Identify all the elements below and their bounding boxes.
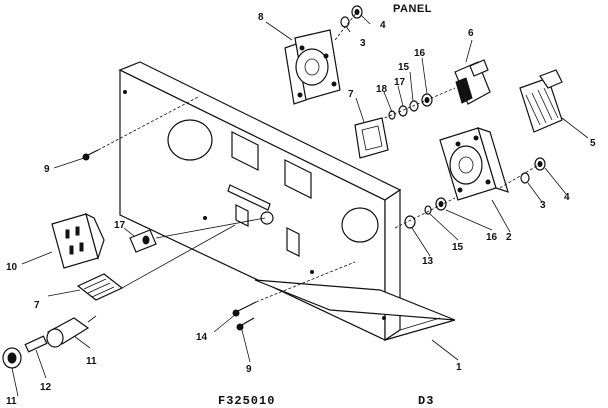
toggle-switch: [454, 59, 491, 105]
leader-lines: [11, 14, 589, 397]
nut-16: [435, 197, 447, 211]
callout-10: 10: [6, 262, 18, 273]
nut-4-right: [534, 157, 546, 171]
duplex-receptacle: [51, 212, 105, 269]
lockwasher-15-top: [409, 100, 419, 112]
terminal-strip: [76, 273, 124, 301]
screw-14: [232, 301, 257, 317]
callout-11-holder: 11: [86, 356, 97, 367]
callout-8: 8: [258, 12, 264, 23]
callout-11-cap: 11: [6, 396, 17, 407]
callout-4-top: 4: [380, 20, 386, 31]
cover-plate-top: [354, 117, 389, 159]
callout-7-top: 7: [348, 89, 354, 100]
washer-3-right: [520, 172, 530, 184]
lockwasher-15: [424, 205, 432, 215]
callout-14: 14: [196, 332, 208, 343]
callout-5: 5: [590, 138, 596, 149]
twist-lock-receptacle-top: [284, 29, 341, 105]
fuse-holder: [46, 315, 97, 348]
callout-18: 18: [376, 84, 388, 95]
fuse-cap-11: [2, 347, 22, 369]
washer-top-3: [340, 16, 350, 28]
screw-9-left: [82, 149, 99, 161]
screw-9-bottom: [236, 317, 255, 331]
transformer: [519, 69, 563, 133]
callout-2: 2: [506, 232, 512, 243]
callout-17-left: 17: [114, 220, 126, 231]
control-panel-part: [118, 61, 456, 342]
sheet-number: D3: [418, 394, 434, 408]
callout-6: 6: [468, 28, 474, 39]
diagram-title: PANEL: [393, 3, 432, 15]
callout-16-top: 16: [414, 48, 426, 59]
bushing-17-left: [129, 229, 157, 253]
callout-15-top: 15: [398, 62, 410, 73]
callout-13: 13: [422, 256, 434, 267]
callout-9-bottom: 9: [246, 364, 252, 375]
callout-9-left: 9: [44, 164, 50, 175]
callout-3-right: 3: [540, 200, 546, 211]
callout-15: 15: [452, 242, 464, 253]
callout-7-bottom: 7: [34, 300, 40, 311]
washer-13: [404, 215, 416, 229]
figure-code: F325010: [218, 394, 275, 408]
callout-4-right: 4: [564, 192, 570, 203]
twist-lock-receptacle-right: [439, 127, 509, 201]
callout-16: 16: [486, 232, 498, 243]
callout-17-top: 17: [394, 77, 406, 88]
callout-1: 1: [456, 362, 462, 373]
callout-3-top: 3: [360, 38, 366, 49]
callout-12: 12: [40, 382, 52, 393]
fuse-12: [24, 335, 48, 353]
